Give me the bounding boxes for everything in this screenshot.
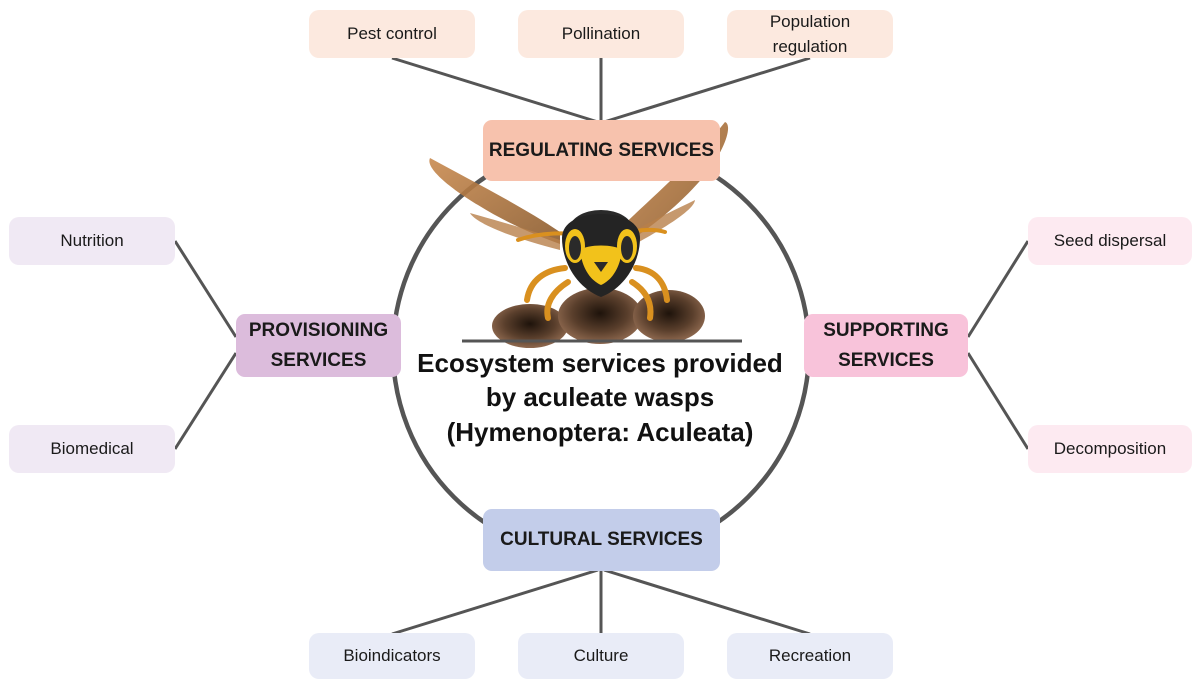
wasp-eye-left-pupil-icon xyxy=(569,236,581,260)
supporting-services-label-line2: SERVICES xyxy=(838,349,934,371)
leaf-decomposition: Decomposition xyxy=(1028,425,1192,473)
cultural-services-label: CULTURAL SERVICES xyxy=(500,529,703,551)
central-title: Ecosystem services provided by aculeate … xyxy=(400,346,800,449)
regulating-services-label: REGULATING SERVICES xyxy=(488,139,715,161)
leaf-seed-dispersal-label: Seed dispersal xyxy=(1053,231,1167,251)
leaf-nutrition-label: Nutrition xyxy=(60,231,124,251)
supporting-services-label-line1: SUPPORTING xyxy=(823,320,949,342)
left-wing-lower-icon xyxy=(470,213,560,250)
legs-icon xyxy=(524,265,670,321)
provisioning-services-label-line2: SERVICES xyxy=(270,349,367,371)
leaf-culture: Culture xyxy=(518,633,684,679)
leaf-recreation: Recreation xyxy=(727,633,893,679)
right-wing-lower-icon xyxy=(622,200,695,248)
central-title-line3: (Hymenoptera: Aculeata) xyxy=(446,416,754,447)
cultural-connectors xyxy=(391,568,811,636)
leaf-bioindicators: Bioindicators xyxy=(309,633,475,679)
leaf-seed-dispersal: Seed dispersal xyxy=(1028,217,1192,265)
leaf-nutrition: Nutrition xyxy=(9,217,175,265)
leaf-pest-control-label: Pest control xyxy=(347,24,437,44)
wasp-illustration xyxy=(429,122,742,348)
central-title-line1: Ecosystem services provided xyxy=(417,348,783,378)
leaf-biomedical-label: Biomedical xyxy=(50,439,134,459)
leaf-decomposition-label: Decomposition xyxy=(1053,439,1167,459)
leaf-bioindicators-label: Bioindicators xyxy=(343,646,441,666)
wasp-face-spot-icon xyxy=(594,262,608,272)
provisioning-services-label-line1: PROVISIONING xyxy=(248,320,389,342)
wasp-eye-right-pupil-icon xyxy=(621,236,633,260)
regulating-connectors xyxy=(391,56,811,124)
left-wing-icon xyxy=(429,158,560,244)
nest-cell-center-icon xyxy=(558,288,642,344)
leaf-population-regulation: Population regulation xyxy=(727,10,893,58)
leaf-population-regulation-line1: Population xyxy=(769,11,851,31)
leaf-recreation-label: Recreation xyxy=(768,646,852,666)
provisioning-connectors xyxy=(173,240,238,450)
leaf-population-regulation-line2: regulation xyxy=(772,37,848,56)
provisioning-services-box: PROVISIONING SERVICES xyxy=(236,314,401,377)
supporting-connectors xyxy=(966,240,1030,450)
supporting-services-box: SUPPORTING SERVICES xyxy=(804,314,968,377)
leaf-biomedical: Biomedical xyxy=(9,425,175,473)
regulating-services-box: REGULATING SERVICES xyxy=(483,120,720,181)
leaf-culture-label: Culture xyxy=(573,646,629,666)
leaf-pollination-label: Pollination xyxy=(561,24,641,44)
cultural-services-box: CULTURAL SERVICES xyxy=(483,509,720,571)
leaf-pest-control: Pest control xyxy=(309,10,475,58)
central-title-line2: by aculeate wasps xyxy=(485,382,715,413)
leaf-pollination: Pollination xyxy=(518,10,684,58)
